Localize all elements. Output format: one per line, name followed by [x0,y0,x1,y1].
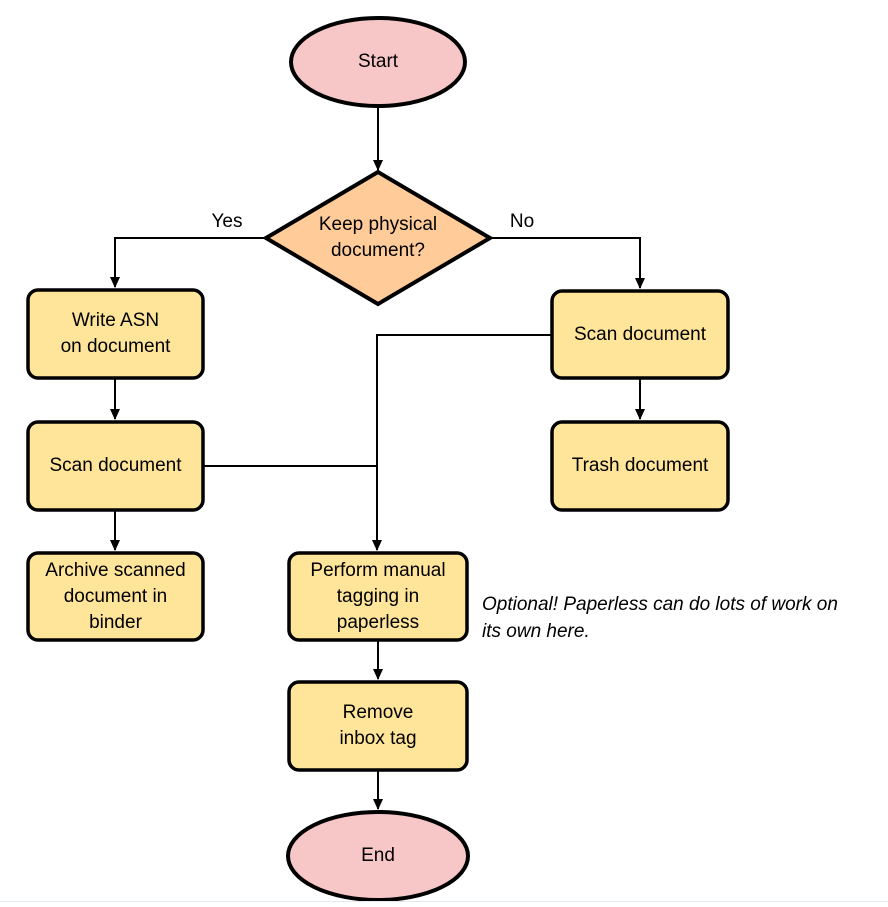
edge-label-yes: Yes [211,211,243,232]
node-decision-shape [262,169,494,307]
node-end-shape [286,810,470,902]
node-start-shape [289,16,467,108]
edge-decision-yes-to-write-asn [110,237,266,288]
bottom-hairline [0,901,888,902]
optional-note: Optional! Paperless can do lots of work … [482,594,838,642]
edge-decision-no-to-scan-right [490,237,645,289]
node-scan-right-shape [550,289,730,380]
node-remove-inbox-shape [287,680,469,772]
edge-label-no: No [509,211,535,232]
node-trash-shape [550,420,730,512]
node-archive-shape [26,551,205,642]
node-tagging-shape [287,551,469,642]
edge-scan-right-to-tagging [372,334,552,551]
node-scan-left-shape [26,420,205,512]
node-write-asn-shape [26,288,205,380]
